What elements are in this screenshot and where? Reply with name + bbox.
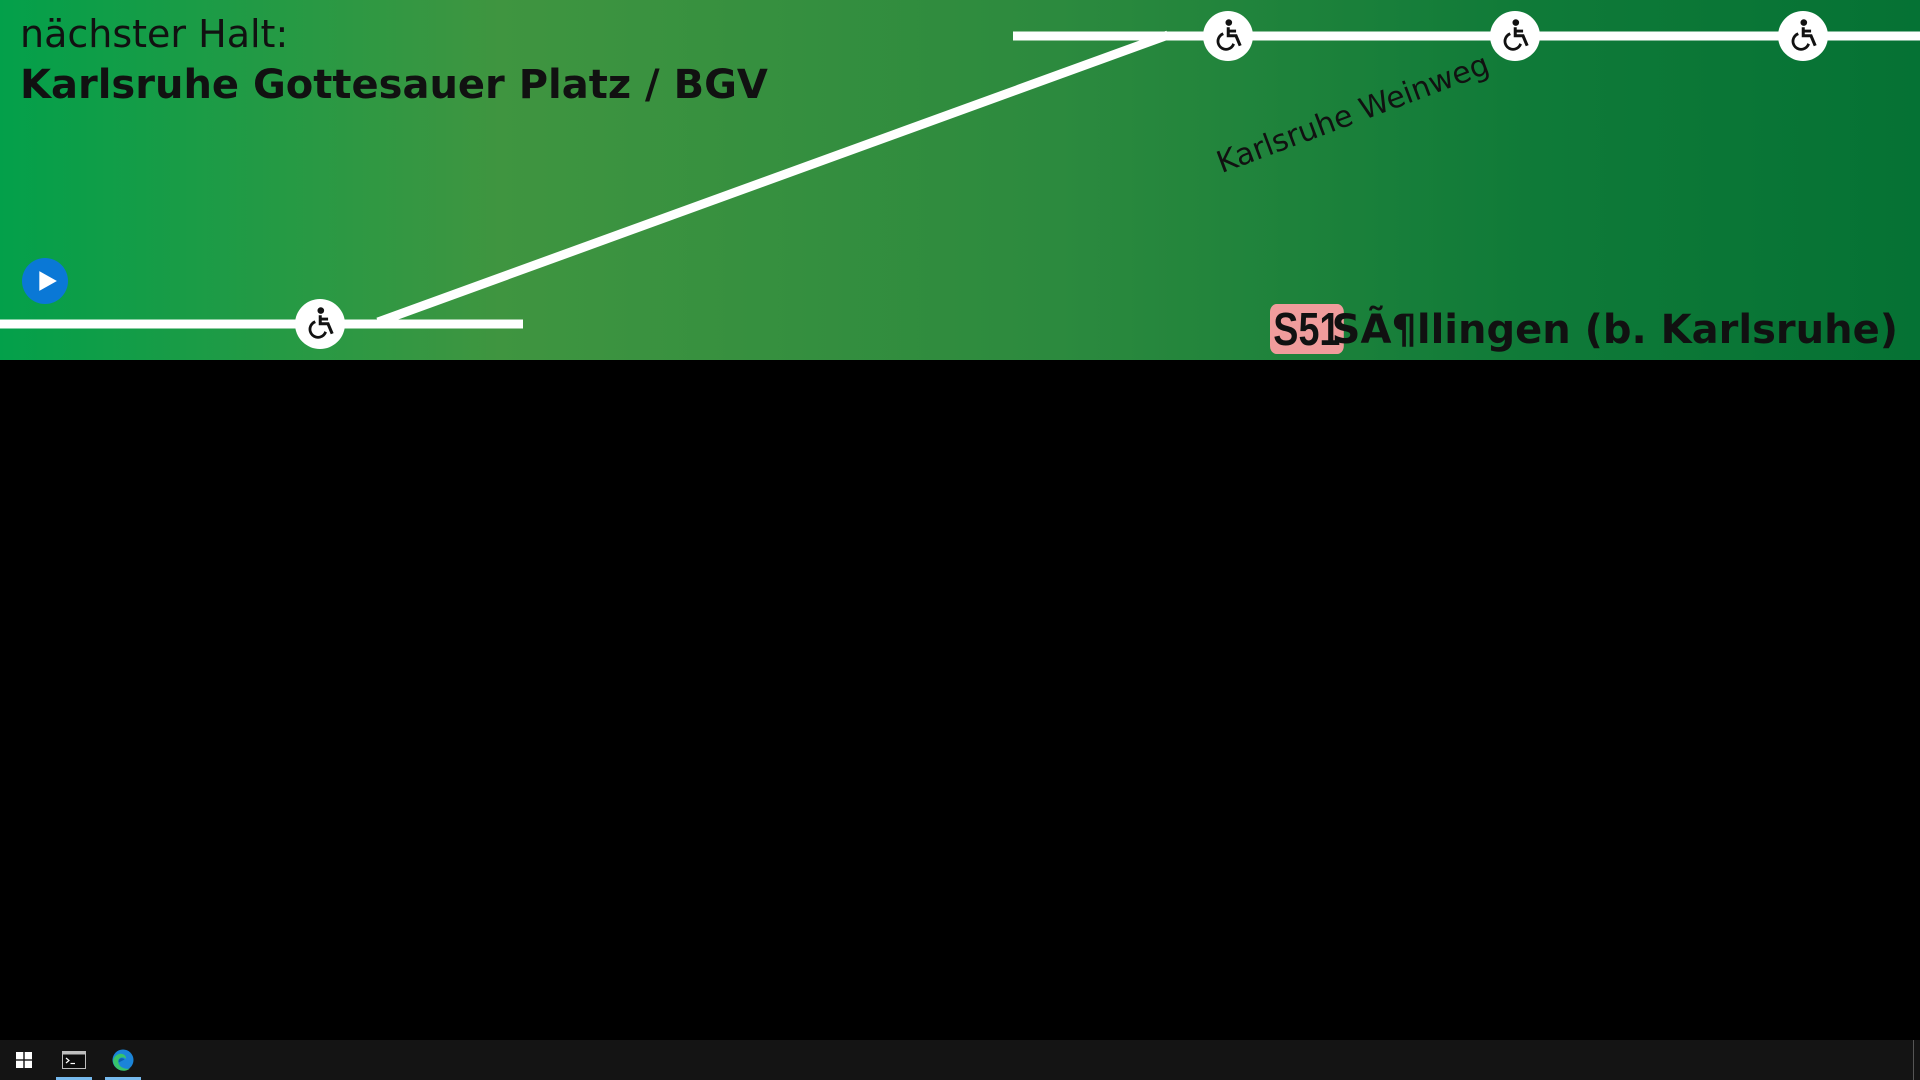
stop-marker [1778, 11, 1828, 61]
route-line-map [0, 30, 1920, 329]
wheelchair-accessible-icon [1791, 19, 1817, 51]
taskbar [0, 1040, 1920, 1080]
play-icon [39, 271, 57, 291]
taskbar-edge-button[interactable] [99, 1040, 147, 1080]
play-button[interactable] [22, 258, 68, 304]
next-stop-name: Karlsruhe Gottesauer Platz / BGV [20, 62, 768, 108]
wheelchair-accessible-icon [308, 307, 334, 339]
next-stop-label: nächster Halt: [20, 12, 289, 56]
show-desktop-button[interactable] [1913, 1040, 1920, 1080]
taskbar-terminal-button[interactable] [50, 1040, 98, 1080]
passenger-info-display: nächster Halt: Karlsruhe Gottesauer Plat… [0, 0, 1920, 360]
destination-name: SÃ¶llingen (b. Karlsruhe) [1331, 307, 1898, 353]
start-button[interactable] [0, 1040, 48, 1080]
line-number-badge: S51 [1270, 304, 1344, 354]
route-segment-diagonal [376, 30, 1170, 327]
wheelchair-accessible-icon [1503, 19, 1529, 51]
stop-marker [1203, 11, 1253, 61]
stop-marker [295, 299, 345, 349]
edge-browser-icon [112, 1049, 134, 1071]
windows-start-icon [16, 1052, 32, 1068]
wheelchair-accessible-icon [1216, 19, 1242, 51]
stop-marker [1490, 11, 1540, 61]
terminal-icon [62, 1051, 86, 1069]
